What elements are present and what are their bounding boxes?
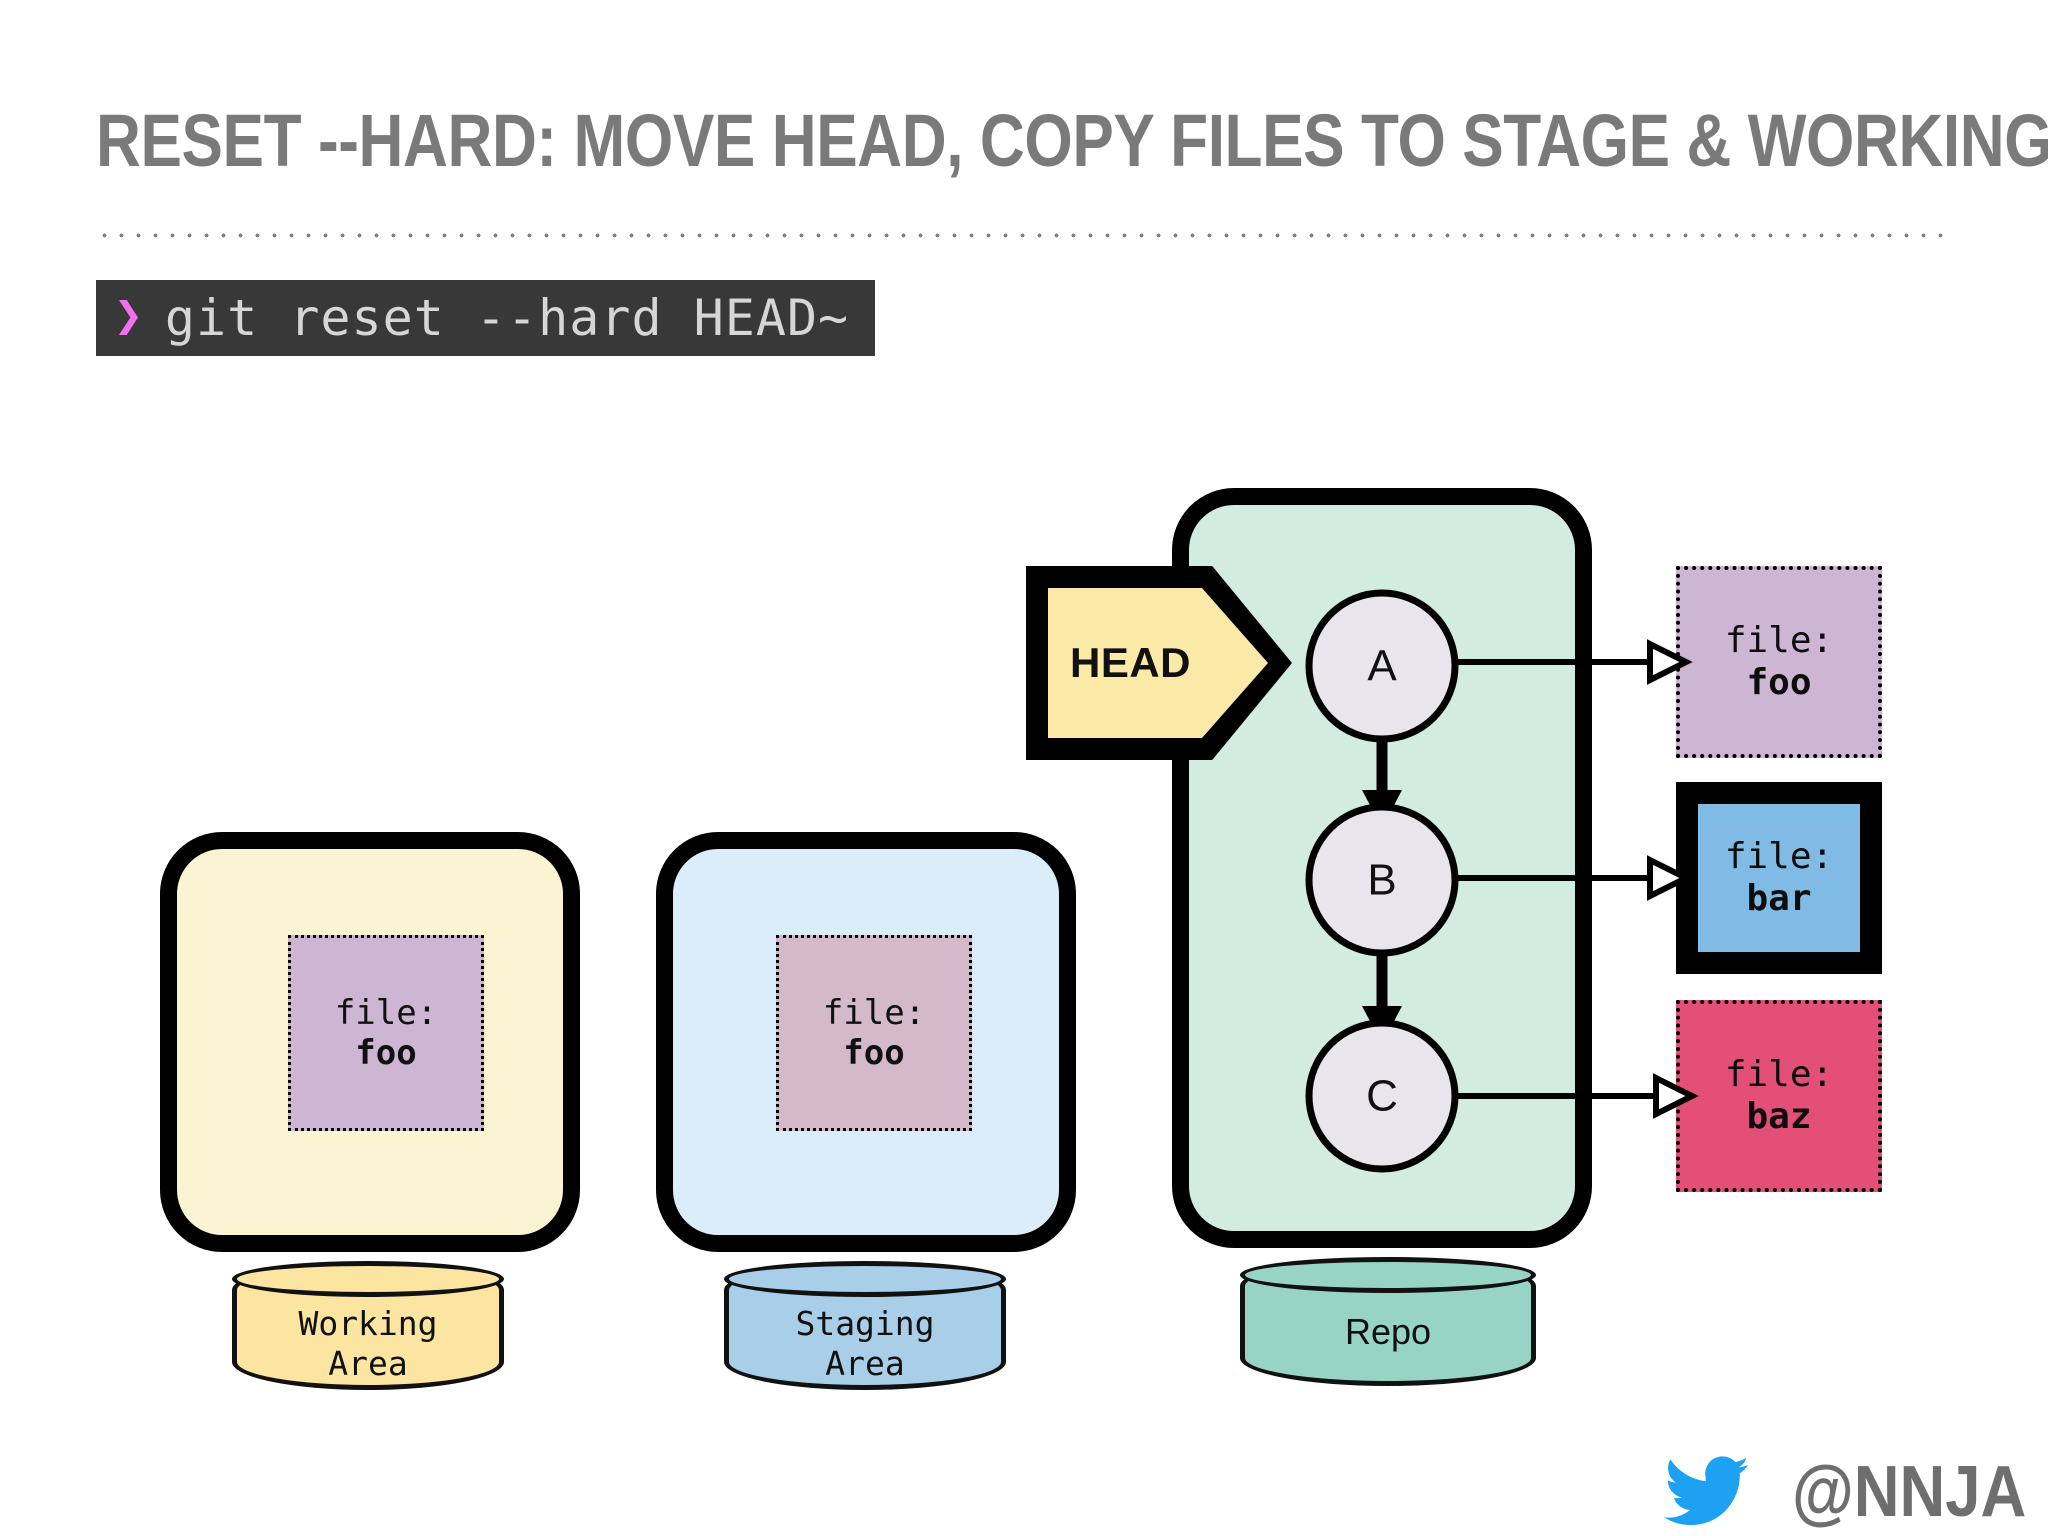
- repo-blob-baz: file: baz: [1676, 1000, 1882, 1192]
- file-label: file:: [1724, 835, 1834, 877]
- terminal-command-bar: ❯ git reset --hard HEAD~: [96, 280, 876, 356]
- commit-node-b: [1305, 803, 1459, 957]
- page-title: RESET --HARD: MOVE HEAD, COPY FILES TO S…: [96, 99, 2048, 182]
- commit-graph: A B C: [1305, 589, 1459, 1173]
- file-name: baz: [1746, 1096, 1812, 1137]
- cylinder-top-ellipse: [232, 1261, 504, 1297]
- repo-cylinder: Repo: [1240, 1257, 1536, 1386]
- repo-label: Repo: [1344, 1311, 1432, 1352]
- commit-node-c: [1305, 1019, 1459, 1173]
- svg-text:A: A: [1367, 642, 1397, 691]
- head-pointer-label: HEAD: [1070, 639, 1192, 686]
- svg-text:C: C: [1366, 1072, 1398, 1121]
- working-area-label: Working Area: [298, 1304, 438, 1384]
- file-label: file:: [822, 992, 926, 1033]
- working-area-file-chip: file: foo: [288, 935, 484, 1131]
- svg-text:B: B: [1367, 856, 1396, 905]
- file-name: foo: [843, 1033, 905, 1073]
- twitter-bird-icon: [1663, 1456, 1749, 1526]
- terminal-command-text: git reset --hard HEAD~: [164, 289, 850, 347]
- cylinder-top-ellipse: [1240, 1257, 1536, 1293]
- twitter-handle-text: @NNJA: [1791, 1452, 2026, 1532]
- file-label: file:: [1724, 619, 1834, 661]
- staging-area-cylinder: Staging Area: [724, 1261, 1006, 1390]
- title-divider: [96, 232, 1954, 239]
- file-name: bar: [1746, 878, 1812, 919]
- commit-node-a: [1305, 589, 1459, 743]
- file-name: foo: [1746, 662, 1812, 703]
- file-label: file:: [334, 992, 438, 1033]
- repo-blob-bar: file: bar: [1676, 782, 1882, 974]
- staging-area-file-chip: file: foo: [776, 935, 972, 1131]
- prompt-chevron-icon: ❯: [114, 287, 143, 343]
- file-label: file:: [1724, 1053, 1834, 1095]
- cylinder-top-ellipse: [724, 1261, 1006, 1297]
- working-area-cylinder: Working Area: [232, 1261, 504, 1390]
- head-pointer-badge: HEAD: [1026, 566, 1292, 760]
- working-area-container: [160, 832, 580, 1252]
- repo-blob-foo: file: foo: [1676, 566, 1882, 758]
- file-name: foo: [355, 1033, 417, 1073]
- staging-area-label: Staging Area: [795, 1304, 935, 1384]
- twitter-credit: @NNJA: [1663, 1452, 2026, 1532]
